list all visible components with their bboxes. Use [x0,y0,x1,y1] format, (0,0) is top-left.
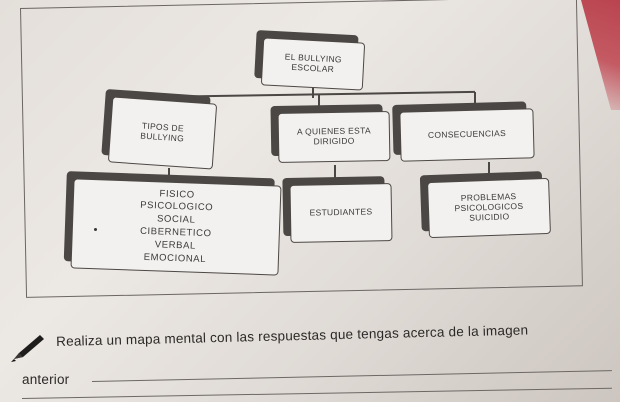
branch-2-title-line-2: DIRIGIDO [313,135,355,147]
instruction-line-2: anterior [22,372,70,387]
item-connector-2 [334,165,336,182]
instruction-line-1: Realiza un mapa mental con las respuesta… [56,322,529,349]
items-consecuencias: PROBLEMAS PSICOLOGICOS SUICIDIO [427,177,551,239]
item-psicologico: PSICOLOGICO [139,200,214,214]
item-connector-3 [488,162,490,179]
item-estudiantes: ESTUDIANTES [309,206,373,218]
branch-consecuencias: CONSECUENCIAS [399,108,535,162]
item-cibernetico: CIBERNETICO [139,225,212,240]
bullet-dot [94,228,97,231]
branch-connector-2 [318,95,320,110]
answer-line-2 [22,387,612,399]
branch-connector-3 [474,92,476,109]
root-node: EL BULLYING ESCOLAR [260,37,366,91]
item-emocional: EMOCIONAL [143,251,207,265]
branch-3-title: CONSECUENCIAS [427,128,507,141]
item-suicidio: SUICIDIO [469,211,510,223]
item-connector-1 [168,168,170,182]
root-line-2: ESCOLAR [291,61,335,75]
items-a-quienes-esta-dirigido: ESTUDIANTES [289,183,393,243]
branch-1-title-line-2: BULLYING [140,130,185,144]
branch-a-quienes-esta-dirigido: A QUIENES ESTA DIRIGIDO [277,111,391,163]
items-tipos-de-bullying: FISICO PSICOLOGICO SOCIAL CIBERNETICO VE… [70,178,282,276]
item-fisico: FISICO [159,187,195,201]
pencil-icon [11,335,44,362]
answer-line [92,370,612,382]
branch-tipos-de-bullying: TIPOS DE BULLYING [107,96,218,170]
